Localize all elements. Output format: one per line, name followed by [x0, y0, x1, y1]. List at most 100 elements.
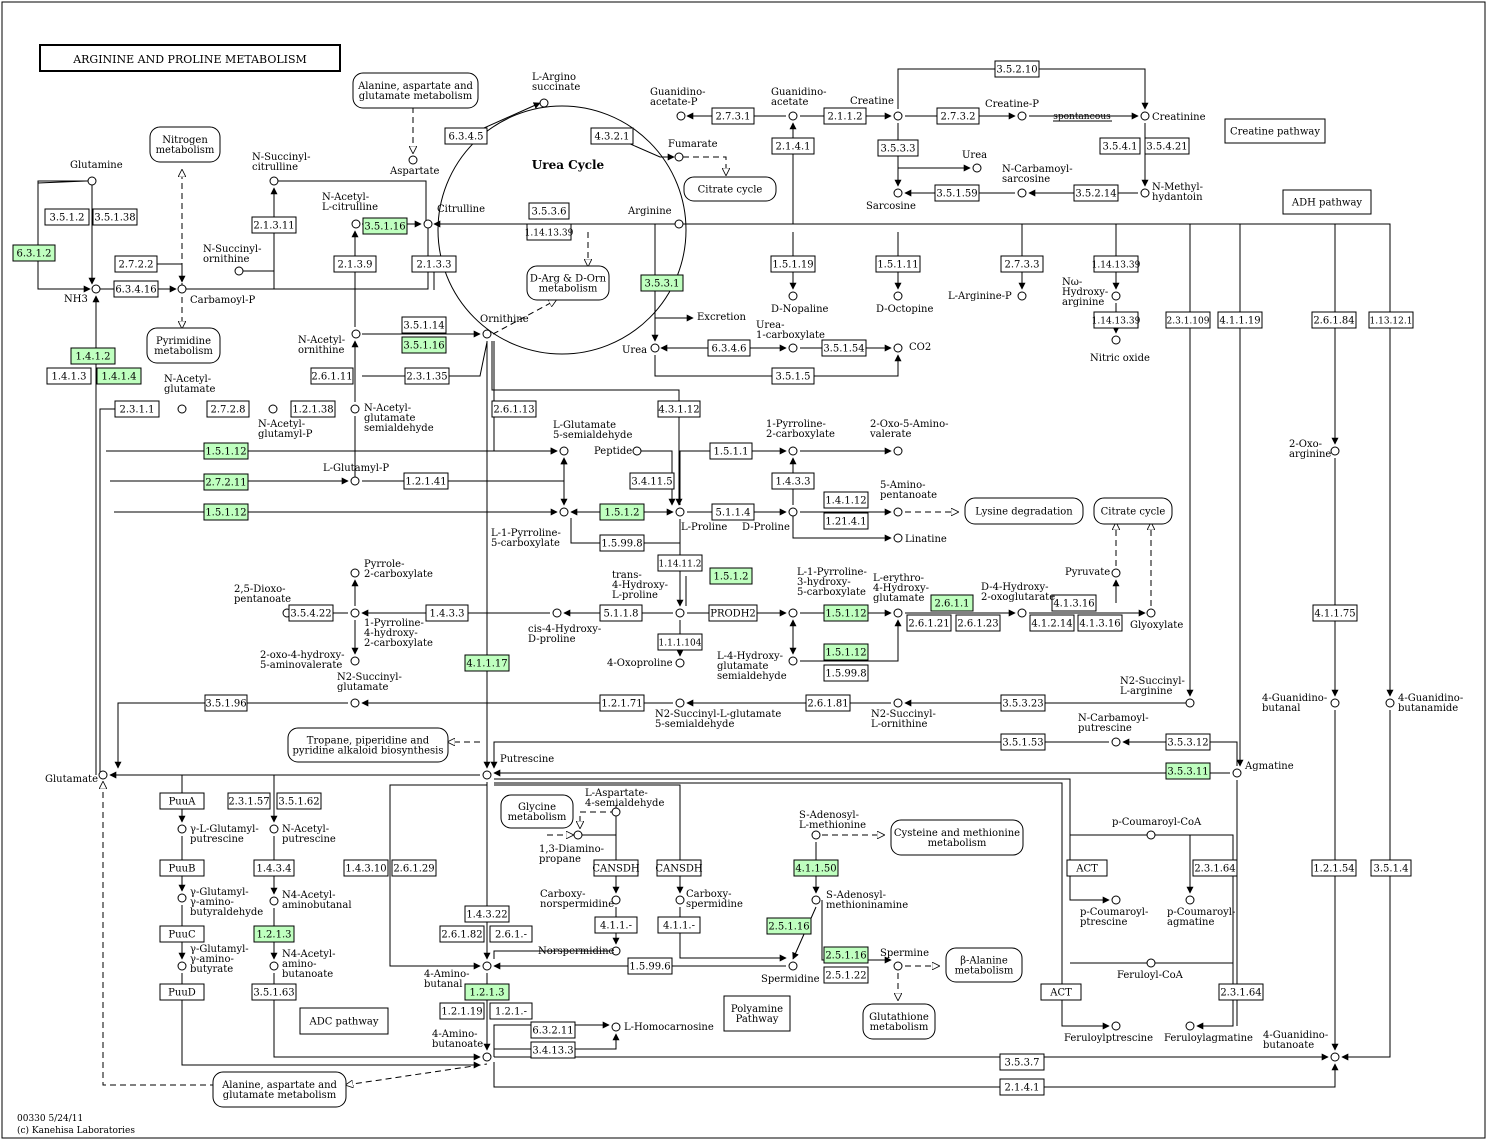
enzyme-e-2-3-1-109[interactable]: [1165, 311, 1211, 329]
compound-feruloylputrescine[interactable]: [1111, 1021, 1121, 1031]
compound-g-glutamyl-aminobutyrate[interactable]: [177, 961, 187, 971]
enzyme-e-3-5-4-21[interactable]: [1144, 137, 1190, 155]
enzyme-e-1-4-3-22[interactable]: [464, 905, 510, 923]
compound-s-adenosyl-methioninamine[interactable]: [811, 895, 821, 905]
compound-n2-succinyl-glutamate[interactable]: [350, 698, 360, 708]
enzyme-e-2-6-1-82[interactable]: [439, 925, 485, 943]
compound-l-glutamyl-p[interactable]: [350, 476, 360, 486]
enzyme-e-4-1-2-14[interactable]: [1029, 614, 1075, 632]
compound-creatine[interactable]: [893, 111, 903, 121]
compound-2-oxo-5-amino-valerate[interactable]: [893, 446, 903, 456]
enzyme-e-2-7-2-8[interactable]: [206, 400, 250, 418]
enzyme-e-3-5-3-1[interactable]: [640, 274, 684, 292]
enzyme-e-3-5-1-4[interactable]: [1370, 859, 1412, 877]
compound-guanidino-acetate-p[interactable]: [676, 111, 686, 121]
enzyme-e-4-3-1-12[interactable]: [657, 400, 701, 418]
compound-l-erythro-4-hydroxy-glutamate[interactable]: [893, 608, 903, 618]
enzyme-e-3-5-3-7[interactable]: [999, 1053, 1045, 1071]
compound-1-pyrroline-4-hydroxy[interactable]: [350, 608, 360, 618]
enzyme-e-2-1-3-9[interactable]: [333, 255, 377, 273]
map-link-m-d-arg[interactable]: [526, 265, 610, 301]
enzyme-e-3-5-1-62[interactable]: [276, 792, 322, 810]
compound-arginine[interactable]: [674, 219, 684, 229]
pathway-box-p-adc[interactable]: [299, 1007, 389, 1035]
compound-n-methyl-hydantoin[interactable]: [1140, 188, 1150, 198]
enzyme-e-1-1-1-104[interactable]: [657, 633, 703, 651]
compound-1-3-diamino-propane[interactable]: [573, 830, 583, 840]
compound-4-amino-butanal[interactable]: [482, 961, 492, 971]
compound-n4-acetyl-aminobutanal[interactable]: [269, 896, 279, 906]
compound-d-octopine[interactable]: [893, 291, 903, 301]
enzyme-e-6-3-4-6[interactable]: [707, 339, 751, 357]
enzyme-e-2-3-1-64b[interactable]: [1218, 983, 1264, 1001]
enzyme-e-2-5-1-22[interactable]: [823, 966, 869, 984]
enzyme-e-1-4-1-4[interactable]: [96, 367, 142, 385]
enzyme-e-puua[interactable]: [159, 792, 205, 810]
compound-pyruvate[interactable]: [1111, 568, 1121, 578]
enzyme-e-2-6-1-23[interactable]: [955, 614, 1001, 632]
enzyme-e-2-5-1-16a[interactable]: [766, 917, 812, 935]
enzyme-e-puuc[interactable]: [159, 925, 205, 943]
enzyme-e-1-5-99-8a[interactable]: [599, 534, 645, 552]
enzyme-e-2-1-4-1b[interactable]: [999, 1078, 1045, 1096]
compound-carboxy-spermidine[interactable]: [675, 895, 685, 905]
map-link-m-cysteine[interactable]: [890, 819, 1024, 856]
enzyme-e-puud[interactable]: [159, 983, 205, 1001]
enzyme-e-2-6-1-84[interactable]: [1311, 311, 1357, 329]
compound-n-acetyl-glutamate[interactable]: [177, 404, 187, 414]
enzyme-e-1-5-1-11[interactable]: [875, 255, 921, 273]
compound-feruloyl-coa[interactable]: [1146, 958, 1156, 968]
enzyme-e-1-14-11-2[interactable]: [657, 554, 703, 572]
map-link-m-ala-asp-top[interactable]: [352, 72, 479, 109]
enzyme-e-6-3-4-16[interactable]: [113, 280, 159, 298]
compound-n2-succinyl-l-glutamate-semialdehyde[interactable]: [675, 698, 685, 708]
compound-n-acetyl-putrescine[interactable]: [269, 824, 279, 834]
enzyme-e-1-5-1-1[interactable]: [709, 442, 753, 460]
enzyme-e-1-4-3-10[interactable]: [343, 859, 389, 877]
enzyme-e-2-6-1-13[interactable]: [491, 400, 537, 418]
compound-glutamine[interactable]: [87, 176, 97, 186]
enzyme-e-act-a[interactable]: [1066, 859, 1108, 877]
compound-l-glutamate-5-semialdehyde[interactable]: [559, 446, 569, 456]
compound-nw-hydroxy-arginine[interactable]: [1111, 291, 1121, 301]
enzyme-e-1-2-1-71[interactable]: [599, 694, 645, 712]
enzyme-e-1-2-1-41[interactable]: [403, 472, 449, 490]
enzyme-e-2-1-1-2[interactable]: [823, 107, 867, 125]
enzyme-e-2-6-1-21[interactable]: [906, 614, 952, 632]
enzyme-e-1-4-1-3[interactable]: [46, 367, 92, 385]
enzyme-e-5-1-1-4[interactable]: [711, 503, 755, 521]
enzyme-e-1-2-1-3a[interactable]: [253, 925, 295, 943]
compound-guanidino-acetate[interactable]: [788, 111, 798, 121]
compound-4-oxoproline[interactable]: [675, 658, 685, 668]
enzyme-e-2-7-2-2[interactable]: [114, 255, 158, 273]
enzyme-e-2-1-3-11[interactable]: [251, 216, 297, 234]
map-link-m-glycine[interactable]: [500, 794, 574, 829]
enzyme-e-4-1-1-75[interactable]: [1312, 604, 1358, 622]
enzyme-e-3-5-4-1[interactable]: [1099, 137, 1141, 155]
compound-glyoxylate[interactable]: [1146, 608, 1156, 618]
compound-aspartate[interactable]: [408, 155, 418, 165]
compound-n-carbamoyl-sarcosine[interactable]: [1017, 188, 1027, 198]
compound-n-acetyl-glutamate-semialdehyde[interactable]: [350, 404, 360, 414]
enzyme-e-1-14-13-39c[interactable]: [1093, 311, 1139, 329]
compound-nitric-oxide[interactable]: [1111, 335, 1121, 345]
enzyme-e-2-1-4-1a[interactable]: [771, 137, 815, 155]
enzyme-e-6-3-4-5[interactable]: [444, 127, 488, 145]
compound-d-4-hydroxy-2-oxoglutarate[interactable]: [1017, 608, 1027, 618]
compound-peptide[interactable]: [632, 446, 642, 456]
compound-l-proline[interactable]: [675, 507, 685, 517]
compound-agmatine[interactable]: [1232, 768, 1242, 778]
enzyme-e-1-2-1-19[interactable]: [439, 1002, 485, 1020]
enzyme-e-3-5-1-59[interactable]: [934, 184, 980, 202]
compound-citrulline[interactable]: [423, 219, 433, 229]
enzyme-e-1-5-1-12d[interactable]: [823, 643, 869, 661]
map-link-m-citrate-right[interactable]: [1093, 497, 1173, 525]
compound-1-pyrroline-2-carboxylate[interactable]: [788, 446, 798, 456]
compound-urea-top[interactable]: [972, 163, 982, 173]
enzyme-e-2-3-1-35[interactable]: [404, 367, 450, 385]
enzyme-e-3-5-3-6[interactable]: [528, 202, 570, 220]
enzyme-e-3-5-3-3[interactable]: [877, 139, 919, 157]
compound-carbamoyl-p[interactable]: [177, 284, 187, 294]
enzyme-e-1-5-99-6[interactable]: [627, 957, 673, 975]
compound-l-aspartate-4-semialdehyde[interactable]: [611, 807, 621, 817]
